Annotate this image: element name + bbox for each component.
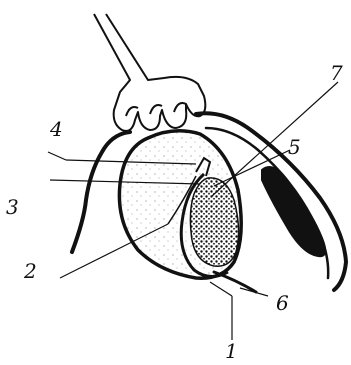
label-6: 6 bbox=[276, 291, 289, 315]
label-2: 2 bbox=[23, 259, 37, 283]
label-4: 4 bbox=[49, 117, 63, 141]
dark-structure bbox=[262, 167, 325, 256]
label-1: 1 bbox=[225, 339, 238, 363]
label-7: 7 bbox=[330, 61, 343, 85]
forceps-instrument bbox=[94, 14, 205, 131]
label-5: 5 bbox=[288, 135, 301, 159]
label-3: 3 bbox=[6, 195, 19, 219]
